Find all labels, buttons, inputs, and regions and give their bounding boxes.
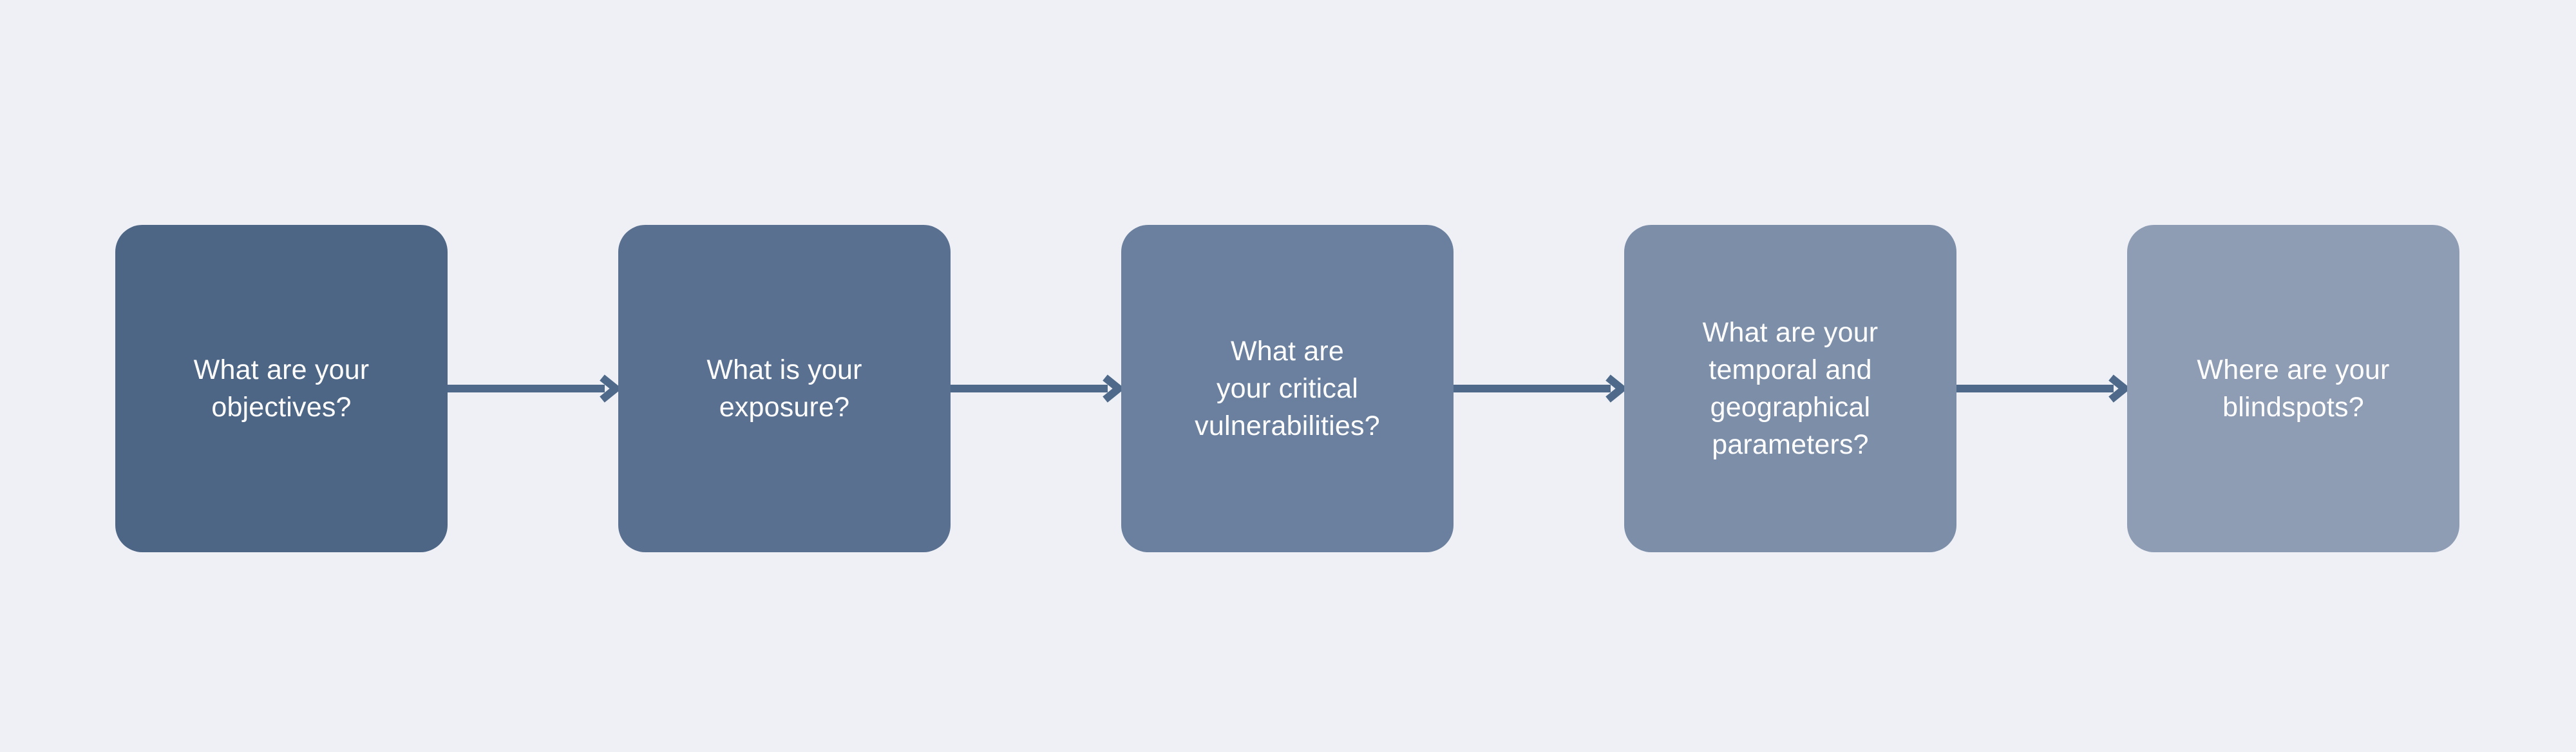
- flow-arrow-1: [448, 225, 618, 552]
- process-step-blindspots: Where are your blindspots?: [2127, 225, 2459, 552]
- step-label-objectives: What are your objectives?: [193, 354, 370, 423]
- arrow-right-icon: [448, 374, 618, 403]
- arrow-right-icon: [951, 374, 1121, 403]
- flow-arrow-2: [951, 225, 1121, 552]
- process-step-objectives: What are your objectives?: [115, 225, 448, 552]
- process-step-exposure: What is your exposure?: [618, 225, 951, 552]
- arrow-right-icon: [1956, 374, 2127, 403]
- process-step-critical-vulnerabilities: What are your critical vulnerabilities?: [1121, 225, 1454, 552]
- step-label-critical-vulnerabilities: What are your critical vulnerabilities?: [1195, 336, 1380, 441]
- process-step-temporal-geographical-parameters: What are your temporal and geographical …: [1624, 225, 1956, 552]
- arrow-right-icon: [1454, 374, 1624, 403]
- process-flow-diagram: What are your objectives? What is your e…: [115, 225, 2459, 552]
- flow-arrow-4: [1956, 225, 2127, 552]
- step-label-blindspots: Where are your blindspots?: [2197, 354, 2390, 423]
- flow-arrow-3: [1454, 225, 1624, 552]
- step-label-exposure: What is your exposure?: [706, 354, 862, 423]
- step-label-temporal-geographical-parameters: What are your temporal and geographical …: [1702, 317, 1879, 460]
